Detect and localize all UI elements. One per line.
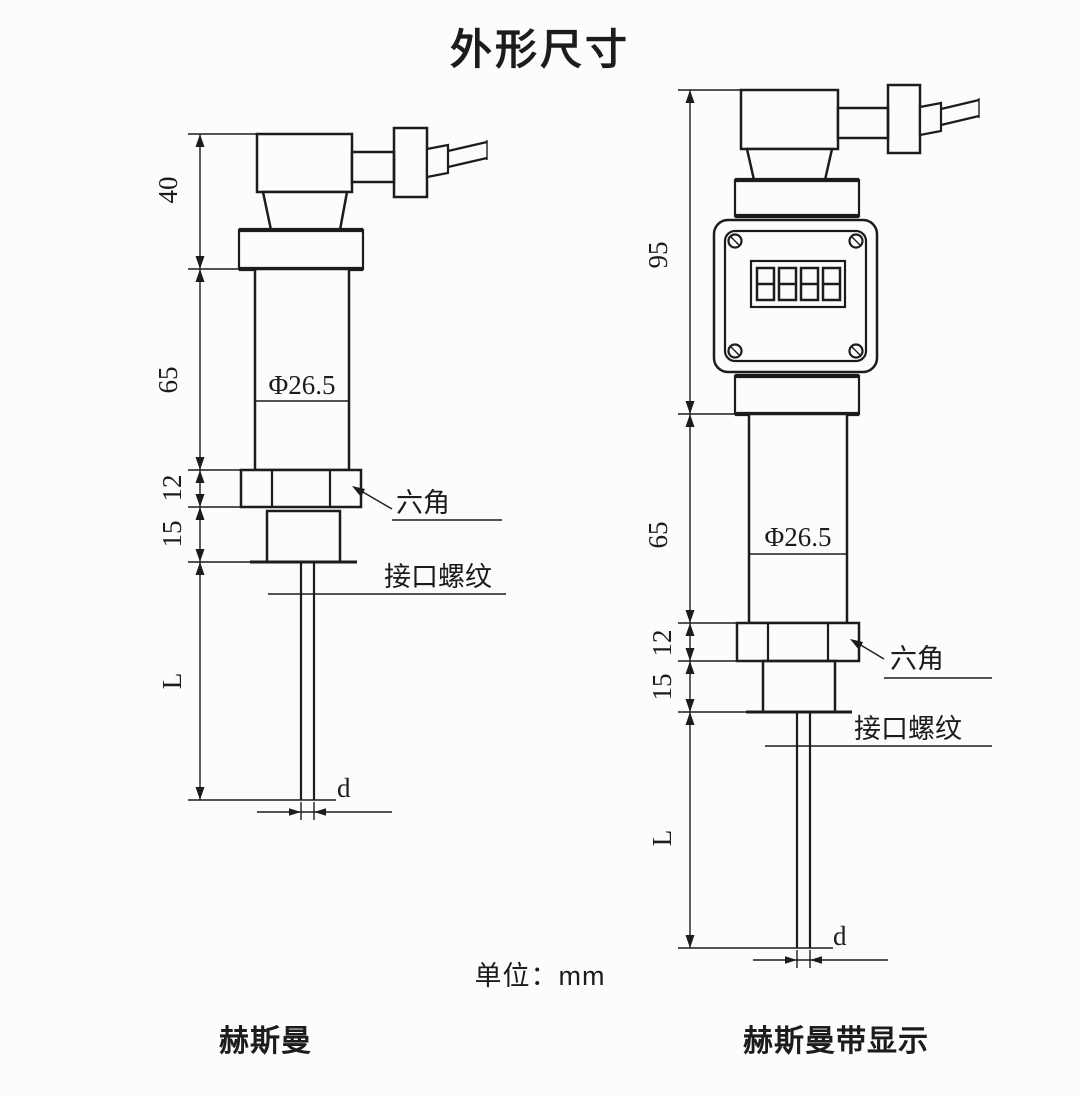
right-body-cylinder: Φ26.5 bbox=[747, 412, 849, 625]
right-hex-label: 六角 bbox=[890, 644, 944, 674]
left-body-diameter: Φ26.5 bbox=[269, 370, 336, 400]
right-probe bbox=[795, 712, 812, 948]
right-thread-callout: 接口螺纹 bbox=[765, 714, 992, 747]
left-dim-hex: 12 bbox=[157, 475, 187, 502]
right-dim-body: 65 bbox=[643, 522, 673, 549]
right-probe-dia-dimension: d bbox=[753, 921, 888, 968]
right-knurled-ring-top bbox=[733, 177, 861, 219]
left-figure-caption: 赫斯曼 bbox=[219, 1025, 312, 1058]
left-dim-top: 40 bbox=[153, 177, 183, 204]
left-body-cylinder: Φ26.5 bbox=[253, 267, 351, 472]
left-hirschmann-connector bbox=[255, 126, 488, 232]
left-thread-callout: 接口螺纹 bbox=[268, 562, 506, 595]
display-module bbox=[712, 218, 879, 374]
unit-note: 单位：mm bbox=[474, 961, 606, 991]
page-title: 外形尺寸 bbox=[449, 26, 630, 73]
corner-screws bbox=[727, 233, 864, 359]
left-hex-callout: 六角 bbox=[352, 486, 502, 521]
left-figure: 40 65 12 15 L bbox=[153, 126, 506, 820]
right-dim-thread: 15 bbox=[647, 674, 677, 701]
right-cable bbox=[918, 98, 980, 137]
right-hex-callout: 六角 bbox=[850, 639, 992, 679]
right-dim-top: 95 bbox=[643, 242, 673, 269]
left-connector-neck bbox=[261, 190, 349, 232]
left-dim-probe-length: L bbox=[157, 673, 187, 690]
left-probe-dia-label: d bbox=[337, 773, 351, 803]
left-thread-label: 接口螺纹 bbox=[384, 562, 492, 592]
right-hirschmann-connector bbox=[739, 83, 980, 182]
left-hex-nut bbox=[239, 468, 363, 509]
left-thread-section bbox=[250, 509, 357, 564]
right-hex-nut bbox=[735, 621, 861, 663]
right-thread-section bbox=[746, 659, 852, 714]
left-dim-thread: 15 bbox=[157, 521, 187, 548]
right-probe-dia-label: d bbox=[833, 921, 847, 951]
right-dim-probe-length: L bbox=[647, 830, 677, 847]
right-figure: 95 65 12 15 L bbox=[643, 83, 992, 968]
left-dim-body: 65 bbox=[153, 367, 183, 394]
left-probe bbox=[299, 562, 316, 800]
left-dimension-chain: 40 65 12 15 L bbox=[153, 133, 336, 801]
lcd-display bbox=[749, 259, 847, 309]
left-knurled-ring bbox=[237, 227, 365, 272]
right-dimension-chain: 95 65 12 15 L bbox=[643, 89, 833, 949]
left-hex-label: 六角 bbox=[396, 488, 450, 518]
right-thread-label: 接口螺纹 bbox=[854, 714, 962, 744]
right-dim-hex: 12 bbox=[647, 630, 677, 657]
right-body-diameter: Φ26.5 bbox=[765, 522, 832, 552]
right-connector-neck bbox=[745, 147, 834, 182]
left-cable bbox=[425, 140, 488, 179]
right-figure-caption: 赫斯曼带显示 bbox=[743, 1025, 929, 1058]
left-probe-dia-dimension: d bbox=[257, 773, 392, 820]
right-knurled-ring-bottom bbox=[733, 373, 861, 417]
